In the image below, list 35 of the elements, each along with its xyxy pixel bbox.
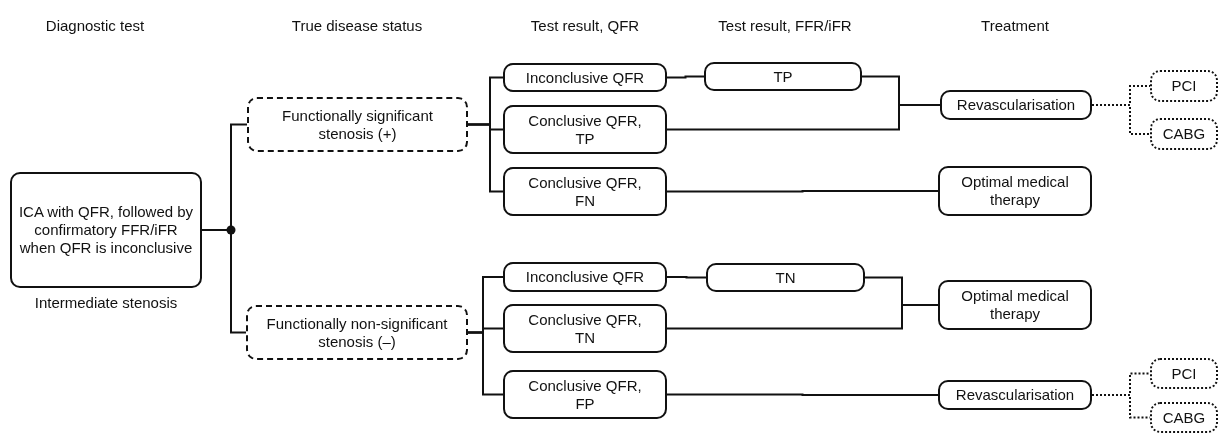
process-box: Inconclusive QFR <box>503 262 667 292</box>
process-box: TN <box>706 263 865 292</box>
connector-line <box>666 276 707 279</box>
column-heading: Treatment <box>981 17 1049 34</box>
connector-line <box>467 331 504 396</box>
process-box: TP <box>704 62 862 91</box>
process-box: Functionally significant stenosis (+) <box>247 97 468 152</box>
process-box: Conclusive QFR, TP <box>503 105 667 154</box>
column-heading: Test result, QFR <box>530 17 640 34</box>
column-heading: True disease status <box>291 17 423 34</box>
dotted-connector <box>1091 104 1151 135</box>
process-box: Conclusive QFR, FP <box>503 370 667 419</box>
connector-line <box>666 75 705 79</box>
connector-line <box>666 304 939 330</box>
process-box: PCI <box>1150 70 1218 102</box>
connector-line <box>666 190 939 193</box>
process-box: ICA with QFR, followed by confirmatory FFR/iFR when QFR is inconclusive <box>10 172 202 288</box>
process-box: Conclusive QFR, TN <box>503 304 667 353</box>
process-box: Conclusive QFR, FN <box>503 167 667 216</box>
process-box: Revascularisation <box>940 90 1092 120</box>
process-box: PCI <box>1150 358 1218 389</box>
column-heading: Diagnostic test <box>45 17 145 34</box>
process-box: Inconclusive QFR <box>503 63 667 92</box>
connector-line <box>666 393 939 396</box>
process-box: CABG <box>1150 402 1218 433</box>
node-caption: Intermediate stenosis <box>34 294 178 311</box>
connector-line <box>666 104 941 131</box>
process-box: Optimal medical therapy <box>938 280 1092 330</box>
process-box: Functionally non-significant stenosis (–) <box>246 305 468 360</box>
connector-line <box>467 123 504 193</box>
process-box: Revascularisation <box>938 380 1092 410</box>
dotted-connector <box>1091 394 1151 419</box>
process-box: CABG <box>1150 118 1218 150</box>
column-heading: Test result, FFR/iFR <box>718 17 852 34</box>
process-box: Optimal medical therapy <box>938 166 1092 216</box>
